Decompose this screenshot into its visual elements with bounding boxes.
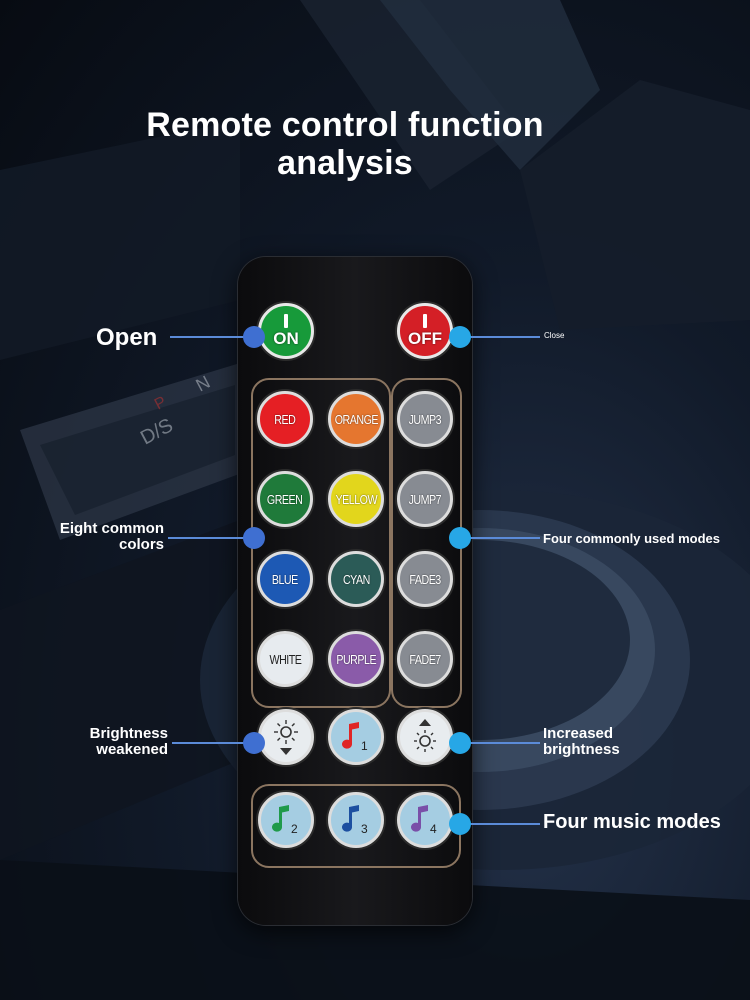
jump7-button-label: JUMP7 [408, 491, 442, 507]
remote-control: ON OFF RED ORANGE GREEN YELLOW BLUE CYAN… [238, 257, 472, 925]
off-button-label: OFF [408, 328, 442, 348]
callout-line-close [460, 336, 540, 338]
green-button[interactable]: GREEN [257, 471, 313, 527]
orange-button-label: ORANGE [334, 411, 378, 427]
cyan-button[interactable]: CYAN [328, 551, 384, 607]
callout-line-bright [460, 742, 540, 744]
title-line-1: Remote control function [146, 106, 544, 144]
fade7-button[interactable]: FADE7 [397, 631, 453, 687]
callout-dot-close [449, 326, 471, 348]
purple-button-label: PURPLE [336, 651, 376, 667]
callout-line-open [170, 336, 254, 338]
music-2-button[interactable]: 2 [258, 792, 314, 848]
callout-open: Open [96, 324, 158, 351]
jump3-button[interactable]: JUMP3 [397, 391, 453, 447]
music-1-button[interactable]: 1 [328, 709, 384, 765]
music-2-number: 2 [291, 822, 298, 836]
red-button-label: RED [274, 411, 296, 427]
jump7-button[interactable]: JUMP7 [397, 471, 453, 527]
brightness-up-button[interactable] [397, 709, 453, 765]
callout-dim-line-1: Brightness [89, 725, 168, 742]
power-icon [284, 313, 288, 328]
callout-dot-colors [243, 527, 265, 549]
on-button-label: ON [273, 328, 299, 348]
music-1-number: 1 [361, 739, 368, 753]
music-3-button[interactable]: 3 [328, 792, 384, 848]
blue-button-label: BLUE [272, 571, 298, 587]
music-4-number: 4 [430, 822, 437, 836]
callout-dim-line-2: weakened [96, 741, 168, 758]
callout-bright-line-1: Increased [543, 725, 614, 742]
yellow-button-label: YELLOW [335, 491, 377, 507]
white-button[interactable]: WHITE [257, 631, 313, 687]
music-3-number: 3 [361, 822, 368, 836]
callout-music: Four music modes [543, 811, 721, 833]
callout-colors: Eight common colors [48, 521, 164, 553]
music-4-button[interactable]: 4 [397, 792, 453, 848]
callout-line-dim [172, 742, 254, 744]
music-note-icon: 2 [272, 805, 298, 836]
callout-modes: Four commonly used modes [543, 531, 720, 546]
blue-button[interactable]: BLUE [257, 551, 313, 607]
callout-colors-line-2: colors [118, 536, 164, 553]
callout-line-modes [460, 537, 540, 539]
callout-bright-line-2: brightness [543, 741, 620, 758]
on-button[interactable]: ON [258, 303, 314, 359]
callout-line-colors [168, 537, 254, 539]
callout-line-music [460, 823, 540, 825]
brightness-down-icon [274, 720, 298, 755]
red-button[interactable]: RED [257, 391, 313, 447]
purple-button[interactable]: PURPLE [328, 631, 384, 687]
orange-button[interactable]: ORANGE [328, 391, 384, 447]
page-title: Remote control function analysis [0, 106, 690, 182]
jump3-button-label: JUMP3 [408, 411, 442, 427]
callout-dot-music [449, 813, 471, 835]
callout-colors-line-1: Eight common [59, 520, 164, 537]
cyan-button-label: CYAN [342, 571, 370, 587]
title-line-2: analysis [277, 144, 413, 182]
music-note-icon: 1 [342, 722, 368, 753]
power-icon [423, 313, 427, 328]
callout-dim: Brightness weakened [58, 726, 168, 758]
off-button[interactable]: OFF [397, 303, 453, 359]
white-button-label: WHITE [269, 651, 301, 667]
yellow-button[interactable]: YELLOW [328, 471, 384, 527]
music-note-icon: 4 [411, 805, 437, 836]
callout-close: Close [544, 331, 565, 340]
music-note-icon: 3 [342, 805, 368, 836]
brightness-up-icon [414, 719, 436, 752]
fade3-button-label: FADE3 [409, 571, 441, 587]
callout-dot-open [243, 326, 265, 348]
callout-dot-dim [243, 732, 265, 754]
green-button-label: GREEN [267, 491, 303, 507]
fade7-button-label: FADE7 [409, 651, 441, 667]
callout-bright: Increased brightness [543, 726, 620, 758]
callout-dot-bright [449, 732, 471, 754]
brightness-down-button[interactable] [258, 709, 314, 765]
callout-dot-modes [449, 527, 471, 549]
fade3-button[interactable]: FADE3 [397, 551, 453, 607]
